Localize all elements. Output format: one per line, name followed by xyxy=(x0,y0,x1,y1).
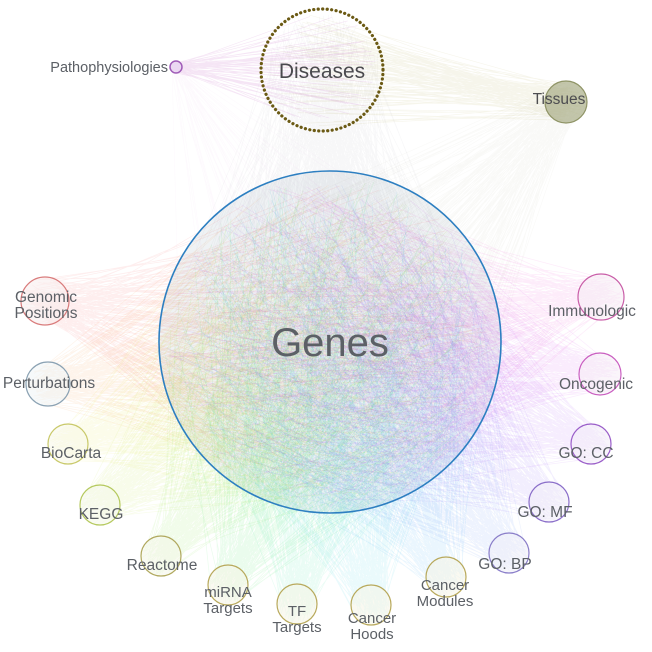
edge-bundle-mirna_targets-genes xyxy=(164,181,486,604)
edge-bundle-go_bp-genes xyxy=(166,185,528,572)
node-genomic_positions[interactable] xyxy=(20,276,70,326)
genes-area xyxy=(159,171,501,513)
node-cancer_modules[interactable] xyxy=(425,556,467,598)
node-genes[interactable] xyxy=(158,170,502,514)
node-go_cc[interactable] xyxy=(570,423,612,465)
label-diseases: Diseases xyxy=(279,60,365,83)
node-go_mf[interactable] xyxy=(528,481,570,523)
edge-bundle-cancer_modules-genes xyxy=(182,186,489,596)
edge-bundle-go_mf-genes xyxy=(169,184,568,520)
node-kegg[interactable] xyxy=(79,484,121,526)
node-oncogenic[interactable] xyxy=(578,352,622,396)
label-pathophysiologies: Pathophysiologies xyxy=(50,60,168,76)
edge-bundle-go_cc-genes xyxy=(169,188,609,503)
label-biocarta: BioCarta xyxy=(41,445,102,462)
node-layer xyxy=(20,7,625,626)
node-mirna_targets[interactable] xyxy=(207,564,249,606)
edge-bundle-kegg-genes xyxy=(81,187,486,524)
node-reactome[interactable] xyxy=(140,535,182,577)
label-kegg: KEGG xyxy=(79,506,124,523)
label-immunologic: Immunologic xyxy=(548,303,636,320)
node-immunologic[interactable] xyxy=(577,273,625,321)
node-tf_targets[interactable] xyxy=(276,583,318,625)
edge-bundle-genomic_positions-genes xyxy=(23,185,480,496)
edge-bundle-diseases-genes xyxy=(169,14,492,508)
node-perturbations[interactable] xyxy=(25,361,71,407)
node-diseases[interactable] xyxy=(259,7,385,133)
node-tissues[interactable] xyxy=(544,80,588,124)
node-pathophysiologies[interactable] xyxy=(169,60,183,74)
edge-bundle-tissues-diseases xyxy=(264,14,586,127)
genes-fill-layer xyxy=(159,171,501,513)
label-oncogenic: Oncogenic xyxy=(559,376,633,393)
node-cancer_hoods[interactable] xyxy=(350,584,392,626)
node-go_bp[interactable] xyxy=(488,532,530,574)
edge-bundle-oncogenic-genes xyxy=(168,186,619,496)
edge-bundle-tissues-genes xyxy=(168,82,586,494)
edge-bundle-cancer_hoods-genes xyxy=(165,188,491,623)
label-reactome: Reactome xyxy=(127,557,198,574)
label-go_bp: GO: BP xyxy=(478,556,531,573)
edge-bundle-immunologic-genes xyxy=(165,185,623,507)
label-perturbations: Perturbations xyxy=(3,375,95,392)
label-go_mf: GO: MF xyxy=(517,504,572,521)
node-biocarta[interactable] xyxy=(47,423,89,465)
edge-layer xyxy=(23,14,623,623)
label-go_cc: GO: CC xyxy=(558,445,613,462)
label-layer: Genes Diseases PathophysiologiesTissuesImm… xyxy=(3,60,636,643)
edge-bundle-tf_targets-genes xyxy=(179,185,485,622)
edge-bundle-perturbations-genes xyxy=(28,185,491,496)
edge-bundle-reactome-genes xyxy=(142,182,496,575)
label-tissues: Tissues xyxy=(533,91,586,108)
label-genes: Genes xyxy=(271,321,389,365)
